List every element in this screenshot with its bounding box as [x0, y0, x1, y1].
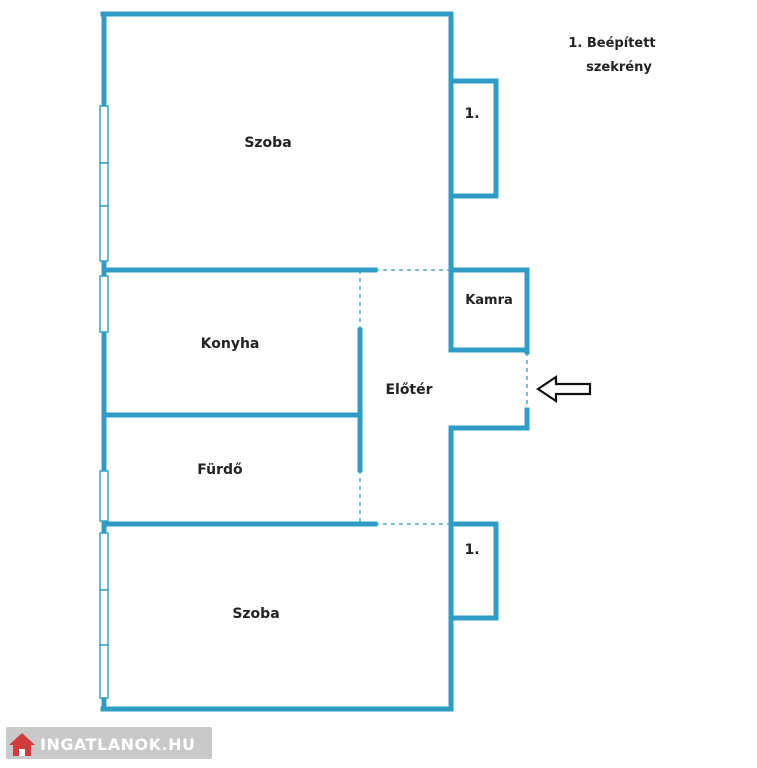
room-label-szoba-top: Szoba — [244, 135, 291, 151]
window-segment — [99, 205, 109, 262]
room-label-furdo: Fürdő — [197, 462, 243, 478]
window-segment — [99, 532, 109, 591]
house-icon — [9, 733, 35, 756]
watermark-text: INGATLANOK.HU — [40, 735, 195, 754]
watermark: INGATLANOK.HU — [6, 727, 212, 759]
room-label-eloter: Előtér — [385, 382, 432, 398]
house-roof — [9, 733, 35, 745]
legend-line-1: 1. Beépített — [568, 36, 655, 51]
room-label-kamra: Kamra — [465, 293, 513, 308]
openings — [359, 269, 528, 525]
legend-line-2: szekrény — [586, 60, 652, 75]
window-segment — [99, 644, 109, 699]
closet-label-top: 1. — [464, 106, 479, 122]
closet-label-bottom: 1. — [464, 542, 479, 558]
window-segment — [99, 105, 109, 164]
window-segment — [99, 275, 109, 333]
room-label-szoba-bottom: Szoba — [232, 606, 279, 622]
room-label-konyha: Konyha — [201, 336, 260, 352]
windows — [99, 105, 109, 699]
window-segment — [99, 470, 109, 522]
house-door — [19, 749, 25, 756]
watermark-background — [6, 727, 212, 759]
walls — [100, 11, 530, 712]
arrow-left-icon — [536, 374, 592, 404]
window-segment — [99, 162, 109, 207]
window-segment — [99, 589, 109, 646]
